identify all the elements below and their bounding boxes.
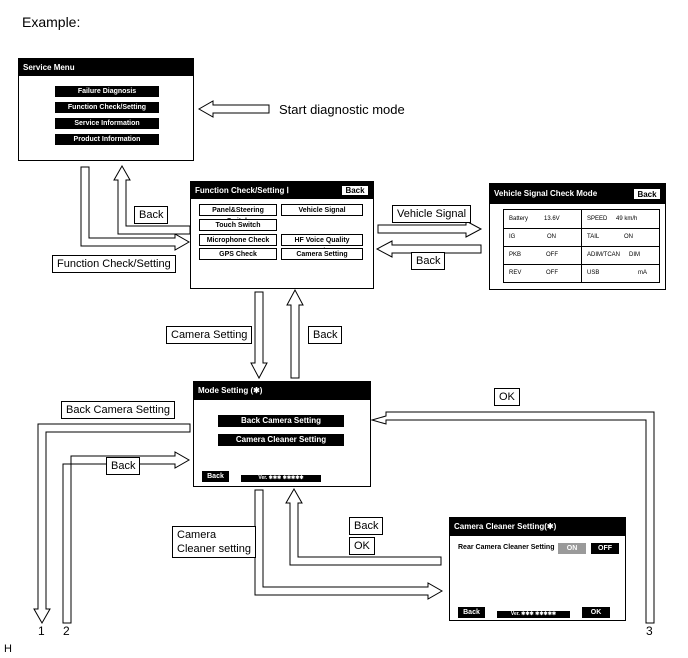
arrow-start-to-service	[197, 100, 270, 118]
item-camera-setting[interactable]: Camera Setting	[281, 248, 363, 260]
signal-value: DIM	[629, 252, 640, 258]
signal-row-divider	[504, 228, 659, 229]
label-back-2: Back	[411, 252, 446, 270]
function-check-back-button[interactable]: Back	[341, 185, 369, 196]
camera-cleaner-screen: Camera Cleaner Setting(✱) Rear Camera Cl…	[449, 517, 626, 621]
vehicle-signal-titlebar: Vehicle Signal Check Mode Back	[490, 184, 665, 204]
arrow-branch-2-to-mode	[62, 451, 191, 624]
label-back-3: Back	[308, 326, 343, 344]
label-back-1: Back	[134, 206, 169, 224]
label-back-5: Back	[349, 517, 384, 535]
mode-setting-titlebar: Mode Setting (✱)	[194, 382, 370, 400]
menu-item-product-information[interactable]: Product Information	[55, 134, 159, 145]
arrow-mode-to-function	[286, 288, 304, 379]
function-check-title: Function Check/Setting Ⅰ	[195, 186, 289, 195]
vehicle-signal-back-button[interactable]: Back	[633, 188, 661, 200]
label-back-4: Back	[106, 457, 141, 475]
vehicle-signal-screen: Vehicle Signal Check Mode Back Battery 1…	[489, 183, 666, 290]
function-check-titlebar: Function Check/Setting Ⅰ Back	[191, 182, 373, 199]
signal-value: OFF	[546, 270, 558, 276]
vehicle-signal-title: Vehicle Signal Check Mode	[494, 189, 598, 198]
signal-value: 49 km/h	[616, 216, 638, 222]
service-menu-title: Service Menu	[23, 63, 75, 72]
cleaner-off-button[interactable]: OFF	[591, 543, 619, 554]
corner-mark: H	[4, 643, 12, 655]
signal-value: mA	[638, 270, 647, 276]
signal-value: OFF	[546, 252, 558, 258]
label-ok-top: OK	[494, 388, 520, 406]
mode-setting-title: Mode Setting (✱)	[198, 386, 263, 395]
arrow-mode-to-cleaner	[254, 489, 444, 600]
label-camera-cleaner-line-2: Cleaner setting	[177, 543, 251, 555]
mode-setting-version: Ver. ✱✱✱ ✱✱✱✱✱	[241, 475, 321, 482]
camera-cleaner-setting-button[interactable]: Camera Cleaner Setting	[218, 434, 344, 446]
cleaner-on-button[interactable]: ON	[558, 543, 586, 554]
service-menu-titlebar: Service Menu	[19, 59, 193, 76]
start-diagnostic-label: Start diagnostic mode	[279, 102, 405, 117]
arrow-mode-to-branch-1	[33, 423, 191, 625]
branch-label-2: 2	[63, 624, 70, 638]
signal-name: Battery	[509, 216, 529, 222]
back-camera-setting-button[interactable]: Back Camera Setting	[218, 415, 344, 427]
arrow-function-to-mode	[250, 291, 268, 380]
arrow-function-to-service	[113, 164, 191, 235]
item-gps-check[interactable]: GPS Check	[199, 248, 277, 260]
signal-value: ON	[547, 234, 556, 240]
label-camera-setting: Camera Setting	[166, 326, 253, 344]
signal-value: ON	[624, 234, 633, 240]
label-camera-cleaner-setting: Camera Cleaner setting	[172, 526, 256, 558]
service-menu-screen: Service Menu Failure Diagnosis Function …	[18, 58, 194, 161]
menu-item-service-information[interactable]: Service Information	[55, 118, 159, 129]
signal-row-divider	[504, 264, 659, 265]
arrow-cleaner-to-mode	[285, 487, 442, 566]
item-touch-switch[interactable]: Touch Switch	[199, 219, 277, 231]
function-check-screen: Function Check/Setting Ⅰ Back Panel&Stee…	[190, 181, 374, 289]
item-microphone-check[interactable]: Microphone Check	[199, 234, 277, 246]
branch-label-3: 3	[646, 624, 653, 638]
label-ok-bottom: OK	[349, 537, 375, 555]
camera-cleaner-title: Camera Cleaner Setting(✱)	[454, 522, 557, 531]
signal-name: IG	[509, 234, 516, 240]
camera-cleaner-ok-button[interactable]: OK	[582, 607, 610, 618]
camera-cleaner-back-button[interactable]: Back	[458, 607, 485, 618]
arrow-service-to-function	[80, 166, 191, 251]
signal-name: REV	[509, 270, 522, 276]
label-back-camera-setting: Back Camera Setting	[61, 401, 175, 419]
camera-cleaner-version: Ver. ✱✱✱ ✱✱✱✱✱	[497, 611, 570, 618]
mode-setting-back-button[interactable]: Back	[202, 471, 229, 482]
arrow-vehicle-to-function	[375, 240, 482, 258]
branch-label-1: 1	[38, 624, 45, 638]
signal-name: USB	[587, 270, 600, 276]
arrow-function-to-vehicle	[377, 220, 483, 238]
item-panel-steering-switch[interactable]: Panel&Steering Switch	[199, 204, 277, 225]
signal-name: SPEED	[587, 216, 608, 222]
signal-row-divider	[504, 246, 659, 247]
item-vehicle-signal[interactable]: Vehicle Signal	[281, 204, 363, 216]
rear-camera-cleaner-label: Rear Camera Cleaner Setting	[458, 544, 555, 551]
camera-cleaner-titlebar: Camera Cleaner Setting(✱)	[450, 518, 625, 536]
signal-name: TAIL	[587, 234, 600, 240]
label-function-check-setting: Function Check/Setting	[52, 255, 176, 273]
label-camera-cleaner-line-1: Camera	[177, 529, 217, 541]
arrow-branch-3-to-mode	[370, 411, 655, 624]
menu-item-failure-diagnosis[interactable]: Failure Diagnosis	[55, 86, 159, 97]
menu-item-function-check[interactable]: Function Check/Setting	[55, 102, 159, 113]
signal-name: PKB	[509, 252, 522, 258]
mode-setting-screen: Mode Setting (✱) Back Camera Setting Cam…	[193, 381, 371, 487]
signal-value: 13.6V	[544, 216, 560, 222]
example-label: Example:	[22, 14, 81, 30]
signal-table: Battery 13.6V SPEED 49 km/h IG ON TAIL O…	[503, 209, 660, 283]
item-hf-voice-quality-setting[interactable]: HF Voice Quality Setting	[281, 234, 363, 255]
label-vehicle-signal: Vehicle Signal	[392, 205, 472, 223]
signal-name: ADIM/TCAN	[587, 252, 620, 258]
